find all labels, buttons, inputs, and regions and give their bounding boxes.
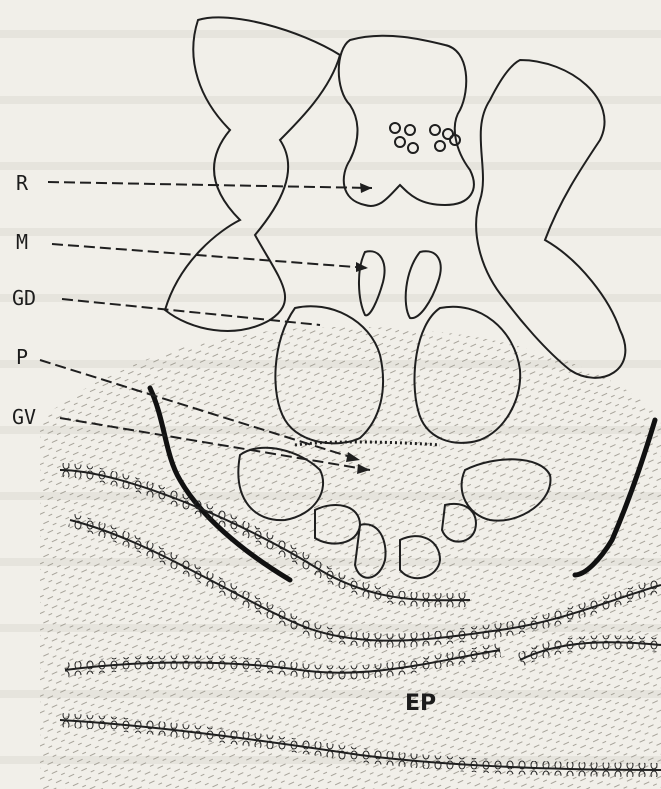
label-r: R bbox=[16, 171, 29, 195]
label-m: M bbox=[16, 230, 28, 254]
label-gv: GV bbox=[12, 405, 36, 429]
label-ep: EP bbox=[405, 691, 436, 716]
label-p: P bbox=[16, 345, 28, 369]
label-gd: GD bbox=[12, 286, 36, 310]
